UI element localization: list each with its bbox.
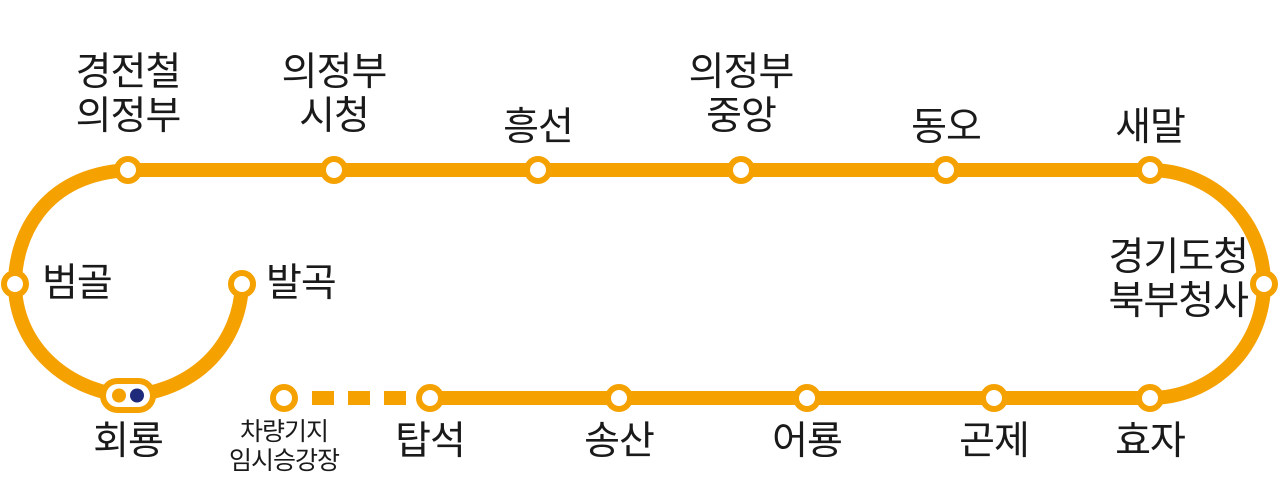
station-marker-gonje[interactable]	[980, 384, 1008, 412]
station-marker-gyeonggi-north[interactable]	[1250, 270, 1278, 298]
transfer-dot-line-u	[112, 388, 126, 403]
station-marker-heungseon[interactable]	[524, 156, 552, 184]
station-label-hoeryong[interactable]: 회룡	[93, 419, 164, 464]
station-marker-uijeongbu-cityhall[interactable]	[320, 156, 348, 184]
station-label-dongo[interactable]: 동오	[911, 105, 982, 150]
station-label-beomgol[interactable]: 범골	[42, 261, 113, 306]
station-label-tapseok[interactable]: 탑석	[395, 419, 466, 464]
station-label-saemal[interactable]: 새말	[1115, 105, 1186, 150]
station-marker-beomgol[interactable]	[1, 270, 29, 298]
station-marker-songsan[interactable]	[605, 384, 633, 412]
station-marker-dongo[interactable]	[932, 156, 960, 184]
station-label-depot-temporary[interactable]: 차량기지 임시승강장	[228, 417, 340, 475]
station-label-songsan[interactable]: 송산	[584, 419, 655, 464]
station-marker-hyoja[interactable]	[1136, 384, 1164, 412]
station-marker-uijeongbu-korail[interactable]	[114, 156, 142, 184]
station-label-balgok[interactable]: 발곡	[266, 261, 337, 306]
transfer-dot-line-1	[130, 388, 144, 403]
station-label-gonje[interactable]: 곤제	[959, 419, 1030, 464]
transfer-station-hoeryong-marker[interactable]	[100, 378, 156, 413]
station-label-gyeonggi-north[interactable]: 경기도청 북부청사	[1108, 235, 1249, 324]
station-label-uijeongbu-korail[interactable]: 경전철 의정부	[75, 50, 182, 139]
station-label-eoryong[interactable]: 어룡	[772, 419, 843, 464]
station-label-uijeongbu-cityhall[interactable]: 의정부 시청	[281, 50, 388, 139]
station-label-uijeongbu-jungang[interactable]: 의정부 중앙	[688, 50, 795, 139]
station-marker-tapseok[interactable]	[416, 384, 444, 412]
station-marker-uijeongbu-jungang[interactable]	[727, 156, 755, 184]
station-marker-eoryong[interactable]	[793, 384, 821, 412]
station-label-hyoja[interactable]: 효자	[1115, 419, 1186, 464]
station-label-heungseon[interactable]: 흥선	[503, 105, 574, 150]
station-marker-depot-temporary[interactable]	[270, 384, 298, 412]
station-marker-saemal[interactable]	[1136, 156, 1164, 184]
balgok-branch-line	[121, 277, 249, 403]
station-marker-balgok[interactable]	[228, 270, 256, 298]
